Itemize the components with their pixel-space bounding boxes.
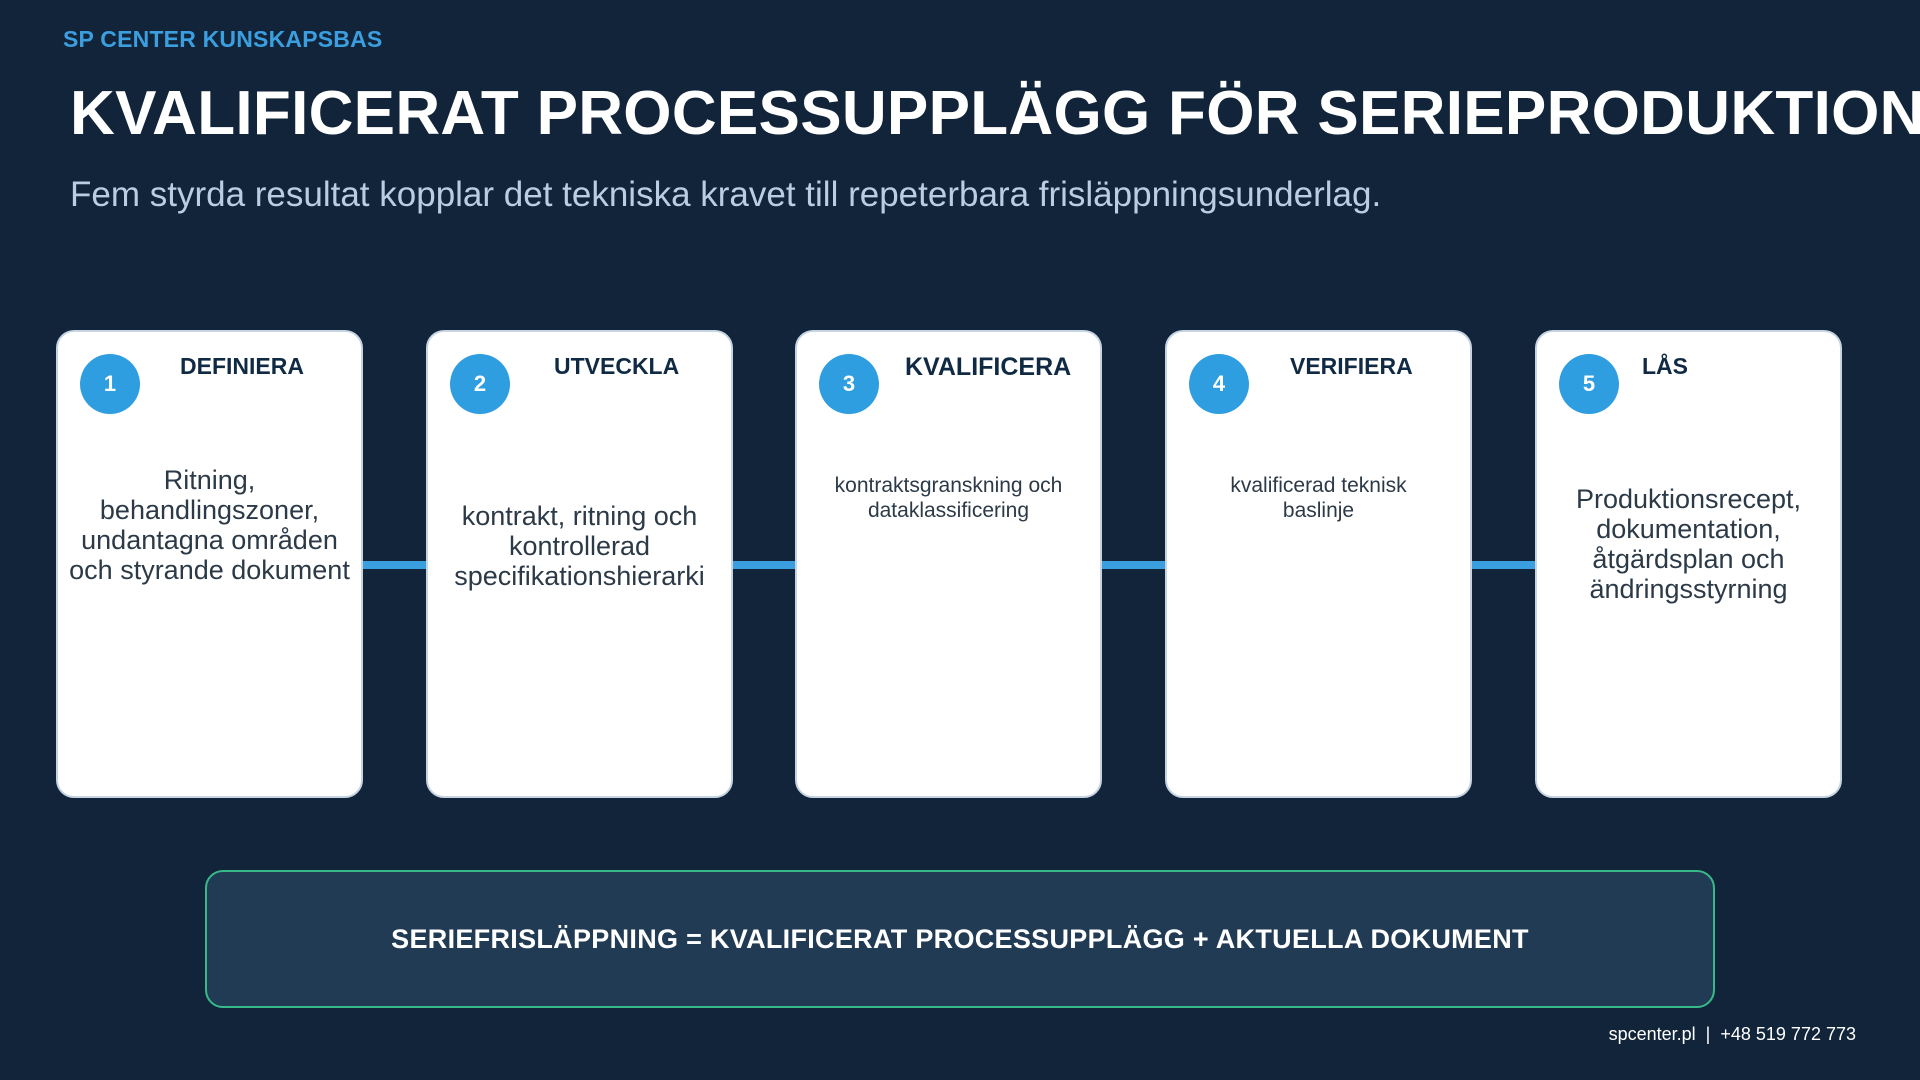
step-card-verifiera: 4 VERIFIERA kvalificerad teknisk baslinj…	[1165, 330, 1472, 798]
step-description: Ritning, behandlingszoner, undantagna om…	[69, 465, 350, 585]
step-title: UTVECKLA	[554, 353, 680, 379]
page-subtitle: Fem styrda resultat kopplar det tekniska…	[70, 175, 1382, 214]
page-title: KVALIFICERAT PROCESSUPPLÄGG FÖR SERIEPRO…	[70, 79, 1920, 148]
step-description: kontrakt, ritning och kontrollerad speci…	[454, 501, 705, 591]
step-description: Produktionsrecept, dokumentation, åtgärd…	[1575, 484, 1802, 604]
step-title: LÅS	[1642, 353, 1688, 379]
footer-separator: |	[1705, 1024, 1711, 1044]
footer-website: spcenter.pl	[1608, 1024, 1696, 1044]
step-number-badge: 4	[1189, 354, 1249, 414]
step-title: DEFINIERA	[180, 353, 304, 379]
summary-text: SERIEFRISLÄPPNING = KVALIFICERAT PROCESS…	[391, 923, 1529, 954]
step-card-kvalificera: 3 KVALIFICERA kontraktsgranskning och da…	[795, 330, 1102, 798]
step-description: kontraktsgranskning och dataklassificeri…	[834, 474, 1063, 522]
summary-banner: SERIEFRISLÄPPNING = KVALIFICERAT PROCESS…	[205, 870, 1715, 1008]
brand-label: SP CENTER KUNSKAPSBAS	[63, 26, 383, 52]
step-title: KVALIFICERA	[905, 353, 1072, 381]
step-card-definiera: 1 DEFINIERA Ritning, behandlingszoner, u…	[56, 330, 363, 798]
footer-phone: +48 519 772 773	[1720, 1024, 1856, 1044]
footer-contact: spcenter.pl | +48 519 772 773	[1609, 1024, 1856, 1045]
step-number-badge: 2	[450, 354, 510, 414]
step-number-badge: 3	[819, 354, 879, 414]
step-card-utveckla: 2 UTVECKLA kontrakt, ritning och kontrol…	[426, 330, 733, 798]
step-number-badge: 1	[80, 354, 140, 414]
step-title: VERIFIERA	[1290, 353, 1413, 379]
step-description: kvalificerad teknisk baslinje	[1230, 474, 1407, 522]
step-card-las: 5 LÅS Produktionsrecept, dokumentation, …	[1535, 330, 1842, 798]
step-number-badge: 5	[1559, 354, 1619, 414]
